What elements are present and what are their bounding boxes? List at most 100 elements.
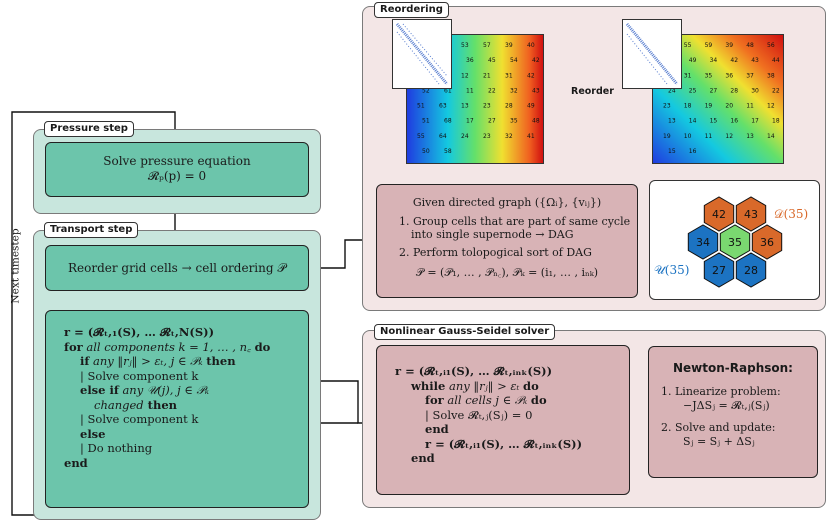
- grid-cell-number: 55: [684, 42, 692, 49]
- pressure-line-2: 𝓡ₚ(p) = 0: [147, 169, 207, 183]
- sparsity-plot-original: [392, 19, 452, 89]
- hex-cell-label: 43: [744, 208, 758, 221]
- reorder-arrow-label: Reorder: [571, 86, 614, 97]
- grid-cell-number: 23: [483, 133, 491, 140]
- pressure-line-1: Solve pressure equation: [103, 154, 251, 168]
- hex-cell: [703, 252, 735, 288]
- algo-line-nothing: | Do nothing: [80, 441, 153, 455]
- grid-cell-number: 14: [689, 118, 697, 125]
- grid-cell-number: 14: [767, 133, 775, 140]
- grid-cell-number: 21: [483, 72, 491, 79]
- reordering-description-box[interactable]: Given directed graph ({Ωᵢ}, {vᵢⱼ}) 1. Gr…: [376, 184, 638, 298]
- grid-cell-number: 37: [746, 72, 754, 79]
- grid-cell-number: 48: [746, 42, 754, 49]
- grid-cell-number: 35: [705, 72, 713, 79]
- grid-cell-number: 32: [505, 133, 513, 140]
- sparsity-plot-reordered: [622, 19, 682, 89]
- step-2-line: 2. Perform tolopogical sort of DAG: [399, 246, 592, 259]
- grid-cell-number: 38: [767, 72, 775, 79]
- grid-cell-number: 42: [527, 72, 535, 79]
- grid-cell-number: 36: [725, 72, 733, 79]
- grid-cell-number: 50: [422, 148, 430, 155]
- grid-cell-number: 55: [417, 133, 425, 140]
- reordering-tab: Reordering: [374, 2, 449, 18]
- grid-cell-number: 12: [461, 72, 469, 79]
- grid-cell-number: 49: [689, 57, 697, 64]
- grid-cell-number: 17: [751, 118, 759, 125]
- grid-cell-number: 31: [505, 72, 513, 79]
- grid-cell-number: 43: [751, 57, 759, 64]
- hex-cell: [703, 196, 735, 232]
- algo-line-if: if any ‖rⱼ‖ > εₜ, j ∈ 𝒫ₖ then: [80, 354, 236, 368]
- grid-cell-number: 13: [668, 118, 676, 125]
- step-1-line-1: 1. Group cells that are part of same cyc…: [399, 215, 631, 228]
- grid-cell-number: 54: [510, 57, 518, 64]
- grid-cell-number: 23: [483, 103, 491, 110]
- grid-cell-number: 10: [684, 133, 692, 140]
- grid-cell-number: 17: [466, 118, 474, 125]
- downstream-label: 𝒟(35): [774, 207, 809, 221]
- grid-cell-number: 48: [532, 118, 540, 125]
- grid-cell-number: 24: [461, 133, 469, 140]
- next-timestep-label: Next timestep: [9, 228, 22, 304]
- grid-cell-number: 40: [527, 42, 535, 49]
- grid-cell-number: 53: [461, 42, 469, 49]
- grid-cell-number: 25: [689, 87, 697, 94]
- reorder-cells-text: Reorder grid cells → cell ordering 𝒫: [67, 261, 287, 275]
- transport-algorithm-box[interactable]: r = (𝓡ₜ,₁(S), … 𝓡ₜ,N(S)) for all compone…: [45, 310, 309, 508]
- grid-cell-number: 12: [767, 103, 775, 110]
- upstream-label: 𝒰(35): [654, 263, 690, 277]
- grid-cell-number: 34: [710, 57, 718, 64]
- gs-line-residual: r = (𝓡ₜ,ᵢ₁(S), … 𝓡ₜ,ᵢₙₖ(S)): [395, 364, 553, 378]
- hex-cell-label: 42: [712, 208, 726, 221]
- hex-cell: [719, 224, 751, 260]
- grid-cell-number: 24: [668, 87, 676, 94]
- hex-cell-label: 35: [728, 236, 742, 249]
- grid-cell-number: 39: [725, 42, 733, 49]
- grid-cell-number: 22: [772, 87, 780, 94]
- newton-step-2: 2. Solve and update:: [661, 421, 776, 434]
- grid-cell-number: 51: [422, 118, 430, 125]
- newton-step-2-formula: Sⱼ = Sⱼ + ΔSⱼ: [683, 435, 755, 448]
- grid-cell-number: 36: [466, 57, 474, 64]
- hex-cell-label: 27: [712, 264, 726, 277]
- algo-line-else: else: [80, 426, 106, 441]
- algo-line-solve-1: | Solve component k: [80, 368, 199, 383]
- grid-cell-number: 27: [488, 118, 496, 125]
- grid-cell-number: 42: [730, 57, 738, 64]
- hex-cell: [751, 224, 783, 260]
- grid-cell-number: 27: [710, 87, 718, 94]
- grid-cell-number: 15: [668, 148, 676, 155]
- gauss-seidel-algorithm-box[interactable]: r = (𝓡ₜ,ᵢ₁(S), … 𝓡ₜ,ᵢₙₖ(S)) while any ‖r…: [376, 345, 630, 495]
- algo-line-changed: changed then: [94, 397, 177, 412]
- hex-cell-label: 28: [744, 264, 758, 277]
- algo-line-solve-2: | Solve component k: [80, 412, 199, 426]
- reorder-cells-box[interactable]: Reorder grid cells → cell ordering 𝒫: [45, 245, 309, 291]
- algo-line-for: for all components k = 1, … , n꜀ do: [64, 339, 271, 354]
- hex-cell: [735, 196, 767, 232]
- hex-cell: [687, 224, 719, 260]
- newton-raphson-box[interactable]: Newton-Raphson: 1. Linearize problem: −J…: [648, 346, 818, 478]
- grid-cell-number: 57: [483, 42, 491, 49]
- grid-cell-number: 51: [417, 103, 425, 110]
- grid-cell-number: 19: [705, 103, 713, 110]
- algo-line-end: end: [64, 455, 88, 470]
- step-1-line-2: into single supernode → DAG: [411, 228, 574, 241]
- grid-cell-number: 31: [684, 72, 692, 79]
- grid-cell-number: 12: [725, 133, 733, 140]
- pressure-box[interactable]: Solve pressure equation 𝓡ₚ(p) = 0: [45, 142, 309, 197]
- gs-line-while: while any ‖rⱼ‖ > εₜ do: [411, 378, 539, 393]
- algo-line-residual: r = (𝓡ₜ,₁(S), … 𝓡ₜ,N(S)): [64, 325, 215, 339]
- grid-cell-number: 43: [532, 87, 540, 94]
- grid-cell-number: 41: [527, 133, 535, 140]
- algo-line-elseif: else if any 𝒰(j), j ∈ 𝒫ₖ: [80, 383, 209, 397]
- grid-cell-number: 45: [488, 57, 496, 64]
- reordering-to-transport-arrow: [308, 239, 376, 273]
- grid-cell-number: 13: [746, 133, 754, 140]
- grid-heatmap-reordered: 4755593948564049344243441453135363738242…: [653, 35, 783, 163]
- grid-cell-number: 13: [461, 103, 469, 110]
- grid-cell-number: 28: [730, 87, 738, 94]
- grid-cell-number: 61: [444, 87, 452, 94]
- grid-cell-number: 64: [439, 133, 447, 140]
